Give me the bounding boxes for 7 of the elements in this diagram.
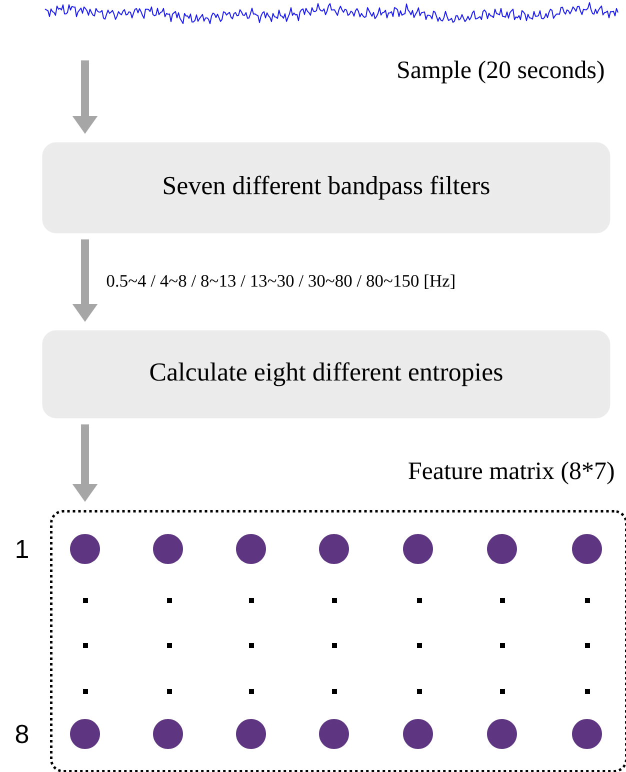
process-box: Seven different bandpass filters <box>42 142 610 234</box>
process-box: Calculate eight different entropies <box>42 330 610 418</box>
node-label: Feature matrix (8*7) <box>408 462 614 484</box>
matrix-frame <box>50 510 626 772</box>
node-label: Sample (20 seconds) <box>398 60 604 84</box>
picture <box>44 2 618 24</box>
edge-label: 0.5~4 / 4~8 / 8~13 / 13~30 / 30~80 / 80~150 [Hz] <box>106 274 454 289</box>
